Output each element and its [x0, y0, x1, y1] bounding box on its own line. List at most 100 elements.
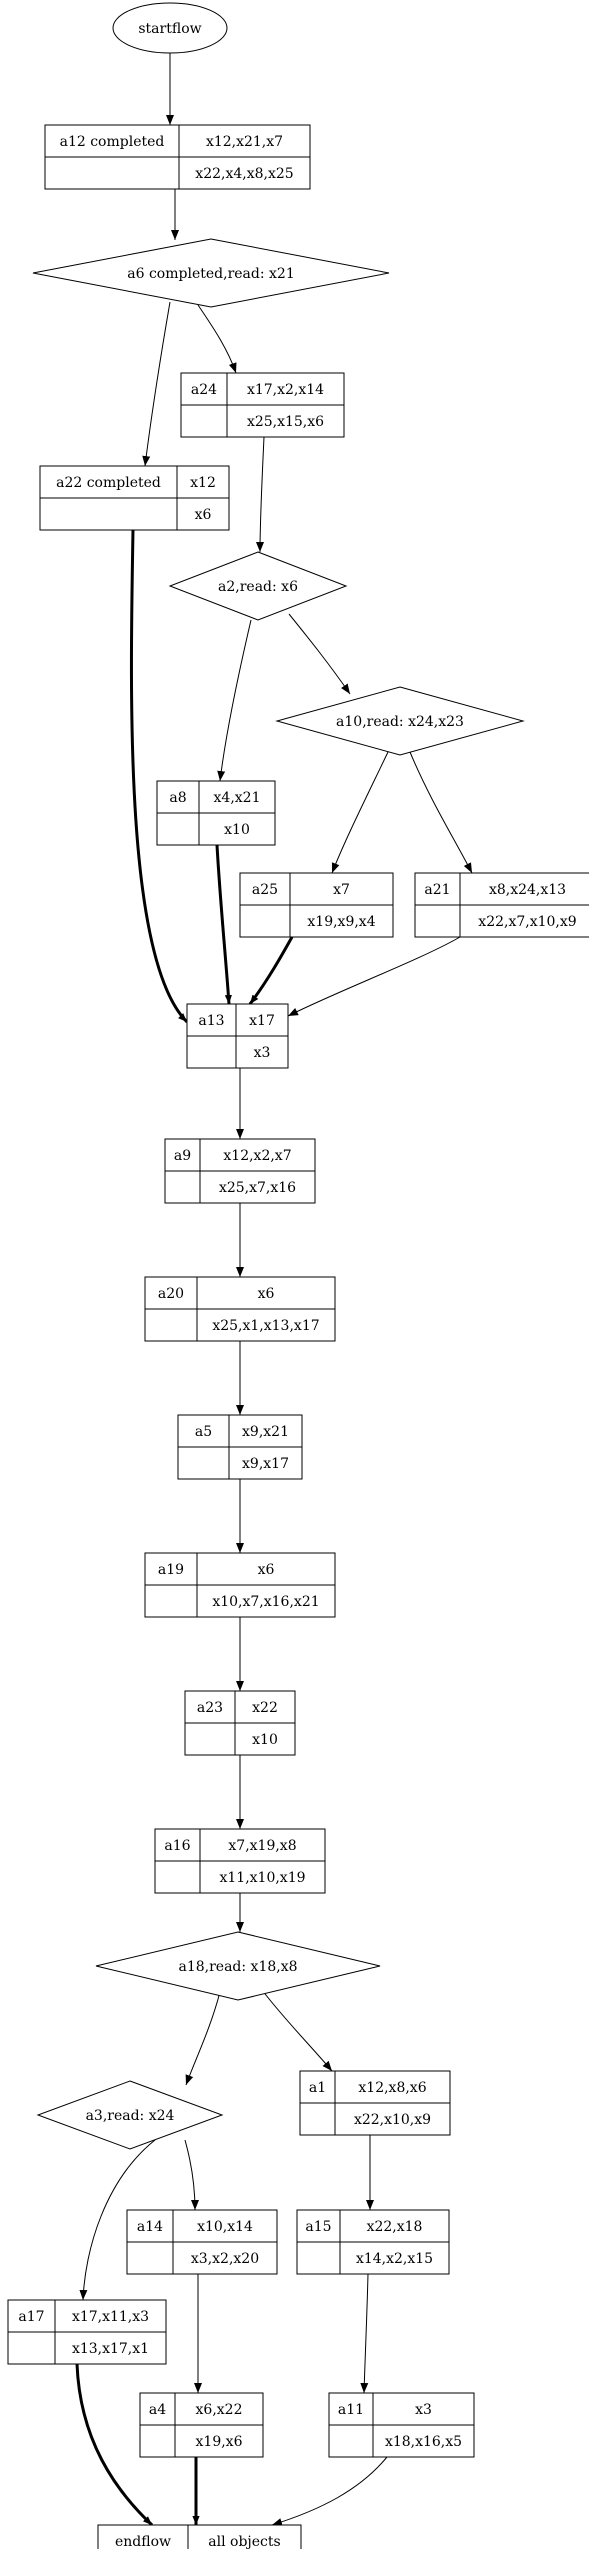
node-top-value: x12,x8,x6 — [358, 2080, 426, 2096]
start-ellipse — [112, 2, 228, 54]
node-label: a16 — [164, 1838, 190, 1854]
decision-label: a18,read: x18,x8 — [178, 1959, 297, 1975]
node-a24: a24 x17,x2,x14 x25,x15,x6 — [180, 372, 345, 438]
node-bottom-value: x22,x4,x8,x25 — [195, 166, 293, 182]
edge-a24-to-a2 — [256, 436, 265, 553]
node-label: a13 — [198, 1013, 224, 1029]
decision-label: a6 completed,read: x21 — [127, 266, 294, 282]
node-top-value: x12,x21,x7 — [206, 134, 283, 150]
node-bottom-value: x22,x7,x10,x9 — [478, 914, 576, 930]
edge-a15-to-a11 — [360, 2273, 369, 2394]
node-label: a5 — [195, 1424, 212, 1440]
node-label: a22 completed — [56, 475, 161, 491]
node-label: a14 — [137, 2219, 163, 2235]
node-bottom-value: x25,x1,x13,x17 — [212, 1318, 319, 1334]
edge-a18-to-a1 — [261, 1989, 333, 2072]
node-top-value: x17 — [249, 1013, 275, 1029]
node-bottom-value: x13,x17,x1 — [72, 2341, 149, 2357]
node-top-value: x10,x14 — [197, 2219, 253, 2235]
node-top-value: x8,x24,x13 — [489, 882, 566, 898]
node-label: a21 — [424, 882, 450, 898]
edge-a21-to-a13 — [287, 936, 461, 1017]
edge-a17-to-endflow — [75, 2363, 154, 2527]
node-label: a1 — [309, 2080, 326, 2096]
node-bottom-value: x6 — [195, 507, 212, 523]
node-a11: a11 x3 x18,x16,x5 — [328, 2392, 475, 2458]
node-top-value: x22,x18 — [367, 2219, 423, 2235]
node-bottom-value: x25,x7,x16 — [219, 1180, 296, 1196]
node-a12: a12 completed x12,x21,x7 x22,x4,x8,x25 — [44, 124, 311, 190]
node-label: a17 — [18, 2309, 44, 2325]
node-bottom-value: x3,x2,x20 — [191, 2251, 259, 2267]
node-bottom-value: x22,x10,x9 — [354, 2112, 431, 2128]
node-top-value: x9,x21 — [242, 1424, 289, 1440]
node-label: a23 — [197, 1700, 223, 1716]
node-bottom-value: x10,x7,x16,x21 — [212, 1594, 319, 1610]
end-label: endflow — [115, 2534, 171, 2549]
edge-a10-to-a21 — [409, 751, 473, 874]
edge-a3-to-a17 — [79, 2139, 156, 2301]
node-top-value: x6 — [258, 1286, 275, 1302]
decision-label: a2,read: x6 — [218, 579, 298, 595]
edge-a3-to-a14 — [184, 2139, 199, 2211]
node-top-value: x17,x2,x14 — [247, 382, 324, 398]
node-bottom-value: x18,x16,x5 — [385, 2434, 462, 2450]
node-label: a12 completed — [60, 134, 165, 150]
edge-a11-to-endflow — [271, 2456, 388, 2526]
decision-diamond — [275, 686, 525, 756]
node-label: a24 — [191, 382, 217, 398]
edge-a10-to-a25 — [331, 751, 389, 874]
decision-diamond — [36, 2080, 224, 2150]
decision-a2: a2,read: x6 — [168, 551, 348, 621]
node-top-value: x4,x21 — [214, 790, 261, 806]
node-top-value: x3 — [415, 2402, 432, 2418]
edge-a6-to-a24 — [197, 304, 237, 374]
node-bottom-value: x10 — [224, 822, 250, 838]
end-node: endflow all objects — [97, 2524, 302, 2549]
node-bottom-value: x11,x10,x19 — [219, 1870, 305, 1886]
node-label: a11 — [338, 2402, 364, 2418]
edges-layer — [75, 53, 473, 2527]
start-label: startflow — [138, 21, 201, 37]
node-top-value: x6,x22 — [196, 2402, 243, 2418]
node-top-value: x17,x11,x3 — [72, 2309, 149, 2325]
decision-label: a3,read: x24 — [86, 2108, 175, 2124]
node-bottom-value: x19,x6 — [196, 2434, 243, 2450]
node-bottom-value: x25,x15,x6 — [247, 414, 324, 430]
edge-a25-to-a13 — [248, 936, 294, 1005]
end-label-objects: all objects — [208, 2534, 280, 2549]
edge-a22-to-a13 — [129, 529, 189, 1024]
node-label: a19 — [158, 1562, 184, 1578]
edge-a2-to-a8 — [217, 619, 252, 782]
decision-a6: a6 completed,read: x21 — [32, 238, 390, 308]
node-a22: a22 completed x12 x6 — [39, 465, 230, 531]
decision-label: a10,read: x24,x23 — [336, 714, 464, 730]
node-a13: a13 x17 x3 — [186, 1003, 289, 1069]
node-a17: a17 x17,x11,x3 x13,x17,x1 — [7, 2299, 167, 2365]
decision-diamond — [168, 551, 348, 621]
decision-diamond — [32, 238, 390, 308]
node-a4: a4 x6,x22 x19,x6 — [139, 2392, 264, 2458]
node-top-value: x12,x2,x7 — [223, 1148, 291, 1164]
node-bottom-value: x9,x17 — [242, 1456, 289, 1472]
node-bottom-value: x14,x2,x15 — [356, 2251, 433, 2267]
decision-a3: a3,read: x24 — [36, 2080, 224, 2150]
node-top-value: x7,x19,x8 — [228, 1838, 296, 1854]
node-a21: a21 x8,x24,x13 x22,x7,x10,x9 — [414, 872, 589, 938]
start-node: startflow — [112, 2, 228, 54]
nodes-layer: startflow a12 completed x12,x21,x7 x22,x4,x… — [7, 2, 589, 2549]
edge-a2-to-a10 — [288, 613, 351, 695]
node-label: a8 — [169, 790, 186, 806]
node-label: a4 — [149, 2402, 166, 2418]
node-top-value: x12 — [190, 475, 216, 491]
node-label: a15 — [305, 2219, 331, 2235]
node-bottom-value: x3 — [254, 1045, 271, 1061]
node-a8: a8 x4,x21 x10 — [156, 780, 276, 846]
node-top-value: x7 — [333, 882, 350, 898]
decision-diamond — [95, 1931, 381, 2001]
edge-a18-to-a3 — [185, 1991, 221, 2086]
